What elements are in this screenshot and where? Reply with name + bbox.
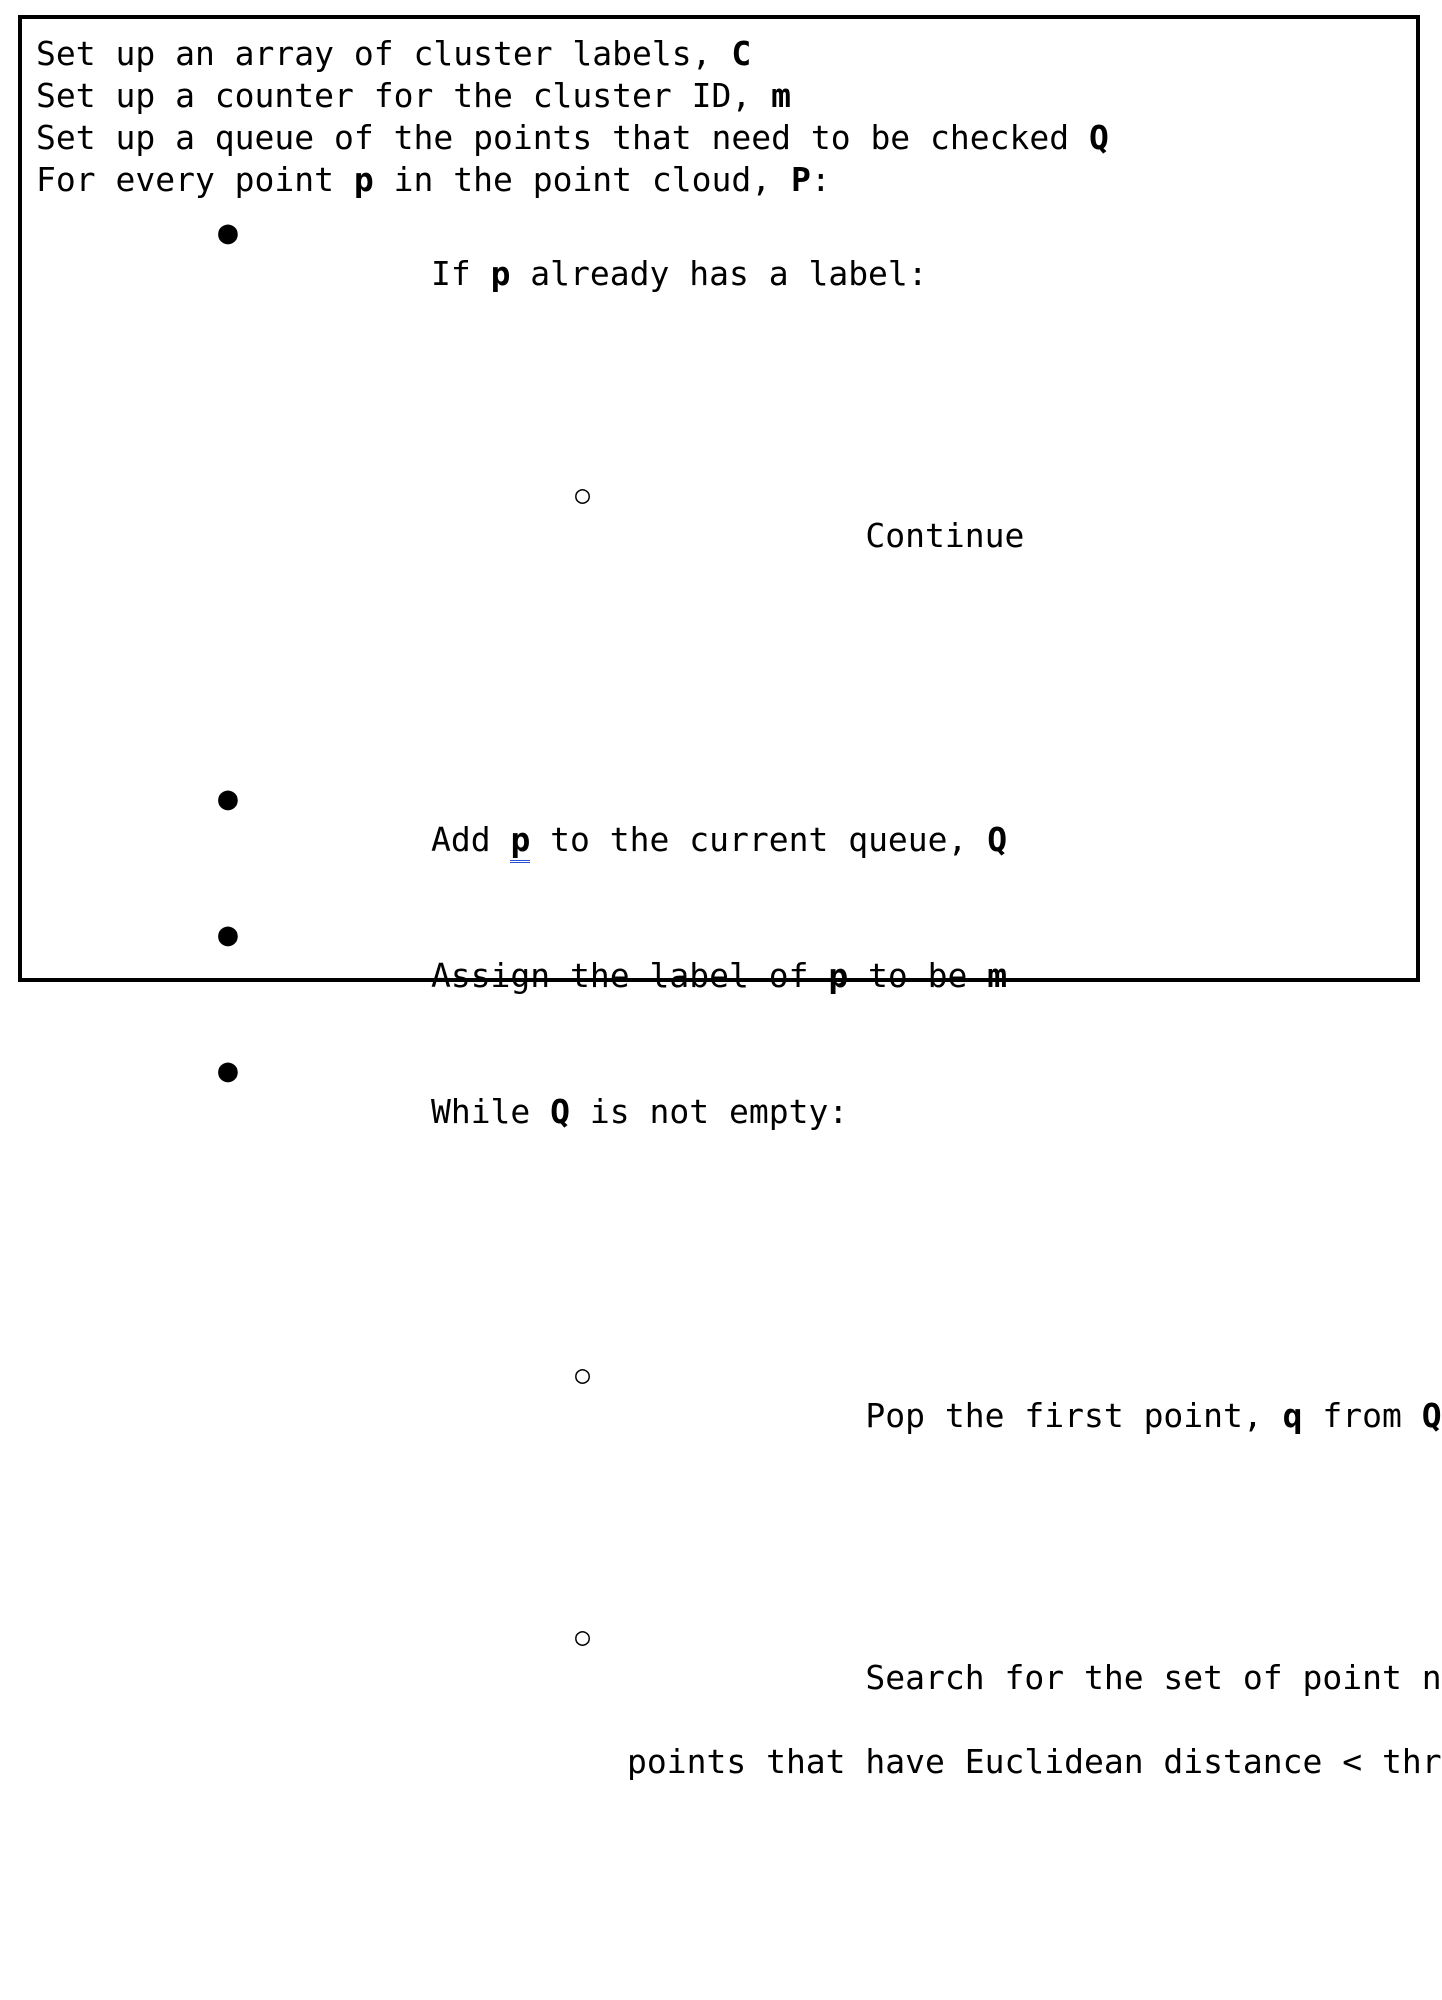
- item-text-post: is not empty:: [570, 1092, 849, 1131]
- list-item-continue: ○ Continue: [272, 473, 1416, 599]
- bullet-disc-icon: ●: [218, 914, 238, 953]
- variable-C: C: [731, 34, 752, 73]
- outer-loop-body-list: ● If p already has a label: ○ Continue ● Ad…: [22, 211, 1442, 2000]
- statement-setup-labels: Set up an array of cluster labels, C: [22, 33, 1416, 75]
- statement-for-every-point: For every point p in the point cloud, P:: [22, 159, 1416, 201]
- list-item-while-q-not-empty: ● While Q is not empty: ○ Pop the first po…: [22, 1049, 1442, 2000]
- variable-m: m: [771, 76, 791, 115]
- variable-q: q: [1282, 1396, 1303, 1435]
- item-text-wrapped-line: points that have Euclidean distance < th…: [627, 1742, 1442, 1781]
- if-p-has-label-sublist: ○ Continue: [272, 379, 1416, 683]
- bullet-disc-icon: ●: [218, 778, 238, 817]
- list-item-assign-label-p: ● Assign the label of p to be m: [22, 913, 1416, 1039]
- statement-text: For every point: [36, 160, 354, 199]
- item-text-mid: from: [1302, 1396, 1422, 1435]
- bullet-circle-icon: ○: [575, 1622, 591, 1651]
- statement-text: Set up a counter for the cluster ID,: [36, 76, 772, 115]
- list-item-if-p-has-label: ● If p already has a label: ○ Continue: [22, 211, 1416, 767]
- statement-setup-counter: Set up a counter for the cluster ID, m: [22, 75, 1416, 117]
- item-text-pre: If: [430, 254, 491, 293]
- statement-setup-queue: Set up a queue of the points that need t…: [22, 117, 1416, 159]
- item-text-pre: Search for the set of point neighbors: [865, 1658, 1442, 1697]
- item-text-pre: While: [430, 1092, 551, 1131]
- statement-text: Set up an array of cluster labels,: [36, 34, 732, 73]
- bullet-disc-icon: ●: [218, 212, 238, 251]
- variable-Q: Q: [987, 820, 1008, 859]
- item-text-post: already has a label:: [510, 254, 928, 293]
- variable-P: P: [791, 160, 811, 199]
- bullet-disc-icon: ●: [218, 1050, 238, 1089]
- variable-p: p: [490, 254, 511, 293]
- variable-p: p: [828, 956, 849, 995]
- item-text-pre: Assign the label of: [430, 956, 829, 995]
- variable-p: p: [353, 160, 374, 199]
- variable-Q: Q: [1421, 1396, 1442, 1435]
- list-item-search-neighbors: ○Search for the set of point neighbors N…: [272, 1615, 1442, 1867]
- statement-text-suffix: :: [810, 160, 831, 199]
- item-text-mid: to be: [848, 956, 988, 995]
- list-item-add-p-to-queue: ● Add p to the current queue, Q: [22, 777, 1416, 903]
- list-item-pop-first-point: ○ Pop the first point, q from Q: [272, 1353, 1442, 1479]
- bullet-circle-icon: ○: [575, 1360, 591, 1389]
- variable-Q: Q: [550, 1092, 571, 1131]
- variable-p-grammar-flagged: p: [510, 820, 531, 863]
- statement-text-mid: in the point cloud,: [373, 160, 791, 199]
- variable-Q: Q: [1089, 118, 1109, 157]
- item-text: Continue: [865, 516, 1025, 555]
- item-text-mid: to the current queue,: [530, 820, 988, 859]
- while-loop-body-list: ○ Pop the first point, q from Q ○ Search f…: [272, 1217, 1442, 2000]
- bullet-circle-icon: ○: [575, 480, 591, 509]
- statement-text: Set up a queue of the points that need t…: [36, 118, 1089, 157]
- pseudocode-box: Set up an array of cluster labels, C Set…: [18, 15, 1442, 1781]
- item-text-pre: Add: [430, 820, 511, 859]
- item-text-pre: Pop the first point,: [865, 1396, 1283, 1435]
- pseudocode-content: Set up an array of cluster labels, C Set…: [22, 19, 1442, 2000]
- variable-m: m: [987, 956, 1008, 995]
